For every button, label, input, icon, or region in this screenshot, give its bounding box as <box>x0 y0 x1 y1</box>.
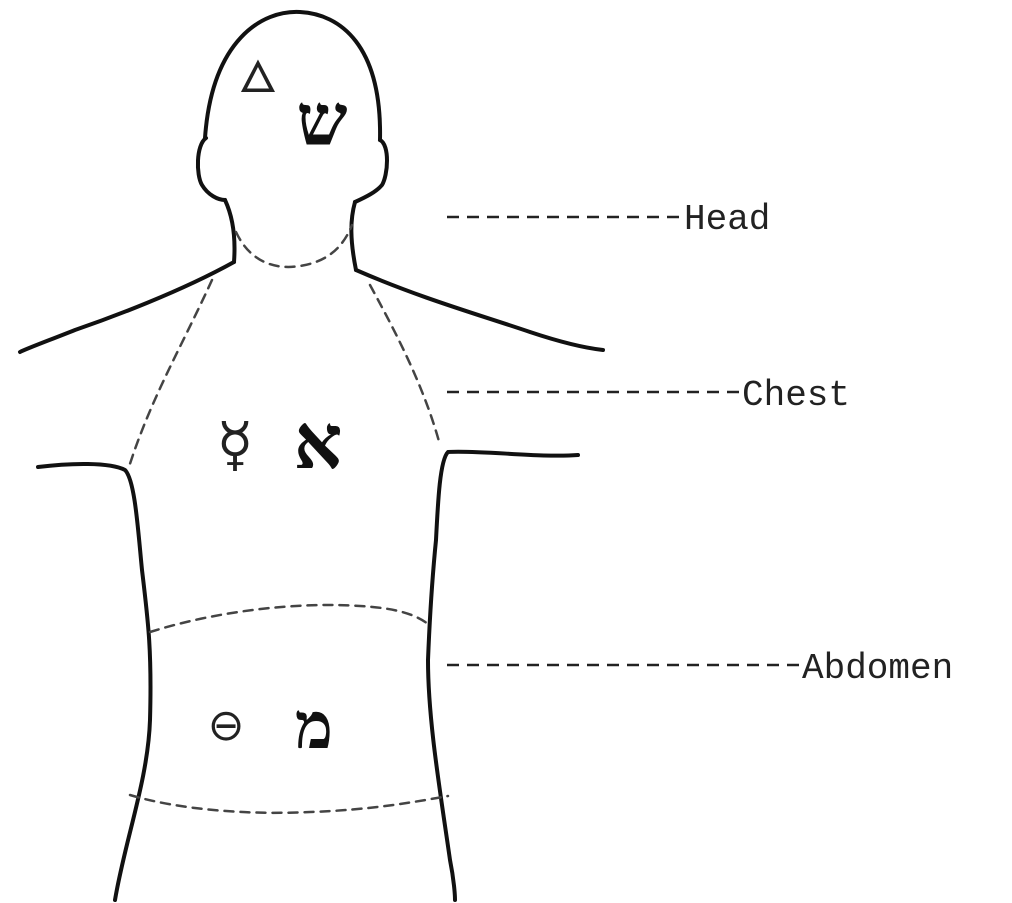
chest-label: Chest <box>742 375 850 416</box>
chest-hebrew-letter: א <box>294 397 343 486</box>
right-torso-outline <box>428 452 578 900</box>
head-outline <box>205 12 380 140</box>
left-neck-outline <box>225 200 235 262</box>
left-shoulder-outline <box>20 262 234 352</box>
abdomen-hebrew-letter: מ <box>295 689 333 764</box>
abdomen-top-boundary-line <box>150 605 428 632</box>
right-shoulder-outline <box>356 270 603 350</box>
abdomen-label: Abdomen <box>802 648 953 689</box>
head-hebrew-letter: ש <box>297 77 348 162</box>
right-ear-outline <box>355 140 387 202</box>
chest-planet-symbol: ☿ <box>217 410 254 480</box>
left-ear-outline <box>198 138 225 200</box>
abdomen-bottom-boundary-line <box>130 795 448 813</box>
abdomen-planet-symbol: ⊖ <box>208 700 245 751</box>
chest-right-boundary-line <box>370 285 440 445</box>
head-planet-symbol: 🜂 <box>239 52 277 103</box>
chest-left-boundary-line <box>128 280 212 470</box>
head-label: Head <box>684 199 770 240</box>
left-torso-outline <box>38 464 151 900</box>
right-neck-outline <box>351 202 356 270</box>
neck-boundary-line <box>236 225 352 267</box>
